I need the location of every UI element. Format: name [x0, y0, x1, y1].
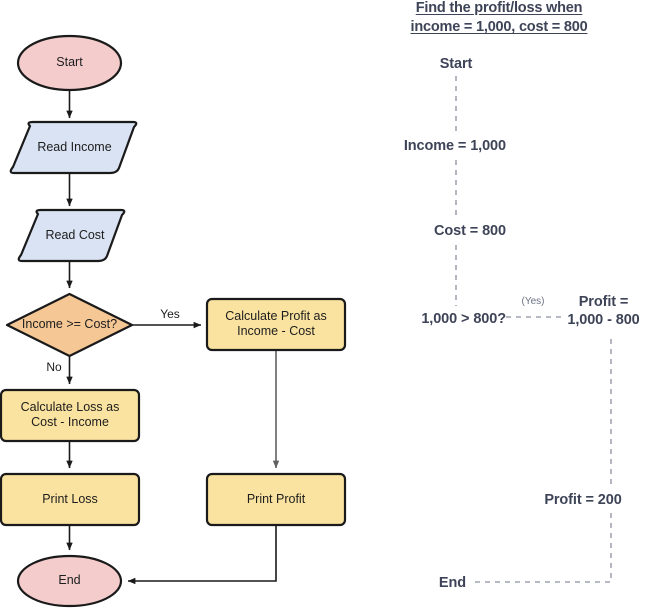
read-cost-parallelogram [17, 208, 126, 263]
node-calc-profit[interactable] [205, 297, 347, 352]
node-read-income[interactable] [9, 120, 138, 175]
calc-loss-box [0, 388, 141, 443]
trace-dash-profit-value-to-end [474, 513, 612, 583]
node-read-cost[interactable] [17, 208, 126, 263]
print-loss-box [0, 472, 141, 527]
node-calc-loss[interactable] [0, 388, 141, 443]
trace-step-profit-value: Profit = 200 [544, 492, 622, 508]
node-print-profit[interactable] [205, 472, 347, 527]
trace-title-line1: Find the profit/loss when [415, 0, 583, 16]
node-start[interactable] [16, 34, 123, 92]
trace-step-cost: Cost = 800 [434, 223, 506, 239]
trace-title: Find the profit/loss when income = 1,000… [349, 0, 649, 37]
trace-title-line2: income = 1,000, cost = 800 [410, 19, 588, 35]
start-ellipse [16, 34, 123, 92]
trace-step-income: Income = 1,000 [403, 138, 506, 154]
trace-step-start: Start [439, 56, 473, 72]
trace-step-profit-expression: Profit = 1,000 - 800 [567, 294, 640, 328]
end-ellipse [16, 554, 123, 608]
trace-step-end: End [438, 575, 466, 591]
trace-step-comparison: 1,000 > 800? [421, 311, 506, 327]
edge-label-no: No [46, 360, 62, 374]
decision-diamond [5, 292, 134, 358]
print-profit-box [205, 472, 347, 527]
connector-group [66, 90, 280, 585]
read-income-parallelogram [9, 120, 138, 175]
node-print-loss[interactable] [0, 472, 141, 527]
trace-connector-group [455, 76, 612, 583]
calc-profit-box [205, 297, 347, 352]
connector-print-profit-to-end [127, 525, 277, 585]
trace-branch-tag-yes: (Yes) [521, 296, 545, 307]
edge-label-yes: Yes [160, 307, 180, 321]
node-end[interactable] [16, 554, 123, 608]
node-decision[interactable] [5, 292, 134, 358]
